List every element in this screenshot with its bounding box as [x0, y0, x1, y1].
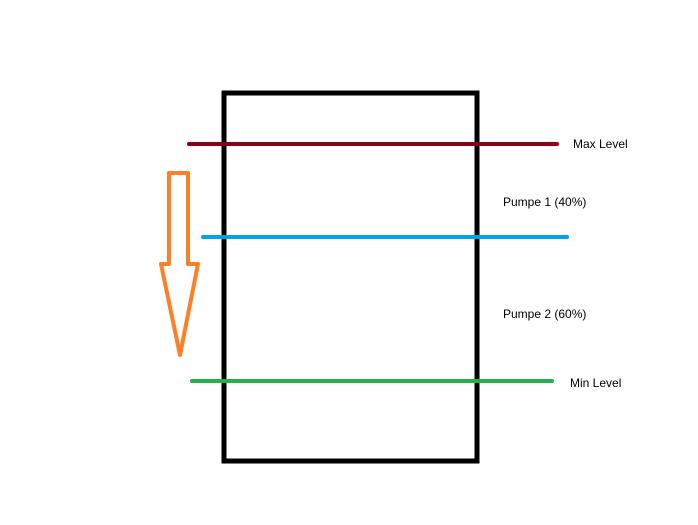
down-arrow-icon: [159, 171, 200, 357]
pump-1-label: Pumpe 1 (40%): [503, 195, 586, 209]
max-level-label: Max Level: [573, 137, 628, 151]
tank-outline: [221, 90, 480, 464]
pump-2-label: Pumpe 2 (60%): [503, 307, 586, 321]
min-level-label: Min Level: [570, 376, 621, 390]
